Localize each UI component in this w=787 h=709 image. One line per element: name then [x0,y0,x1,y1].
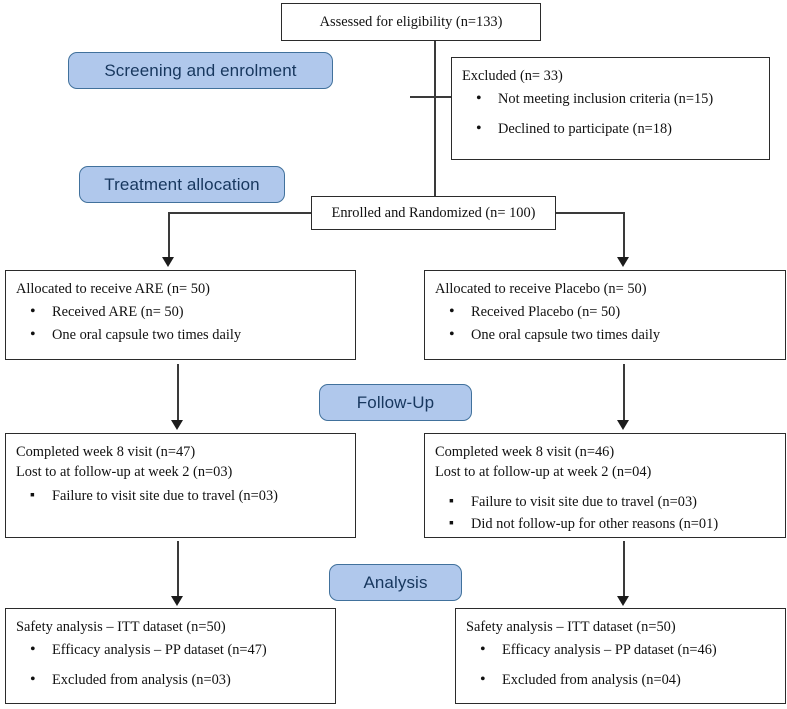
excluded-list: Not meeting inclusion criteria (n=15) De… [462,88,769,141]
list-item: Declined to participate (n=18) [462,118,769,141]
excluded-heading: Excluded (n= 33) [462,68,563,84]
analysis-left-heading: Safety analysis – ITT dataset (n=50) [16,619,226,635]
connector-alloc-follow-right [623,364,625,424]
alloc-right-heading: Allocated to receive Placebo (n= 50) [435,281,647,297]
box-analysis-placebo[interactable]: Safety analysis – ITT dataset (n=50) Eff… [455,608,786,704]
list-item: Received ARE (n= 50) [16,301,355,324]
box-excluded[interactable]: Excluded (n= 33) Not meeting inclusion c… [451,57,770,160]
follow-right-line1: Completed week 8 visit (n=46) [435,444,615,460]
randomized-heading: Enrolled and Randomized (n= 100) [331,204,536,221]
list-item: Excluded from analysis (n=04) [466,669,785,692]
follow-left-line1: Completed week 8 visit (n=47) [16,444,196,460]
connector-follow-analysis-left [177,541,179,599]
follow-right-list: Failure to visit site due to travel (n=0… [435,492,785,535]
box-allocated-placebo[interactable]: Allocated to receive Placebo (n= 50) Rec… [424,270,786,360]
connector-randomized-right-h [556,212,624,214]
stage-label-screening-text: Screening and enrolment [104,60,297,80]
list-item: Not meeting inclusion criteria (n=15) [462,88,769,111]
box-followup-are[interactable]: Completed week 8 visit (n=47) Lost to at… [5,433,356,538]
connector-follow-analysis-right [623,541,625,599]
follow-right-line2: Lost to at follow-up at week 2 (n=04) [435,464,652,481]
assessed-heading: Assessed for eligibility (n=133) [319,13,503,30]
box-allocated-are[interactable]: Allocated to receive ARE (n= 50) Receive… [5,270,356,360]
list-item: One oral capsule two times daily [16,324,355,347]
analysis-left-list: Efficacy analysis – PP dataset (n=47) Ex… [16,639,335,692]
stage-label-follow-up: Follow-Up [319,384,472,421]
list-item: Received Placebo (n= 50) [435,301,785,324]
box-enrolled-randomized[interactable]: Enrolled and Randomized (n= 100) [311,196,556,230]
connector-randomized-right-v [623,212,625,262]
list-item: One oral capsule two times daily [435,324,785,347]
stage-label-allocation-text: Treatment allocation [104,174,260,194]
box-assessed-for-eligibility[interactable]: Assessed for eligibility (n=133) [281,3,541,41]
stage-label-treatment-allocation: Treatment allocation [79,166,285,203]
box-analysis-are[interactable]: Safety analysis – ITT dataset (n=50) Eff… [5,608,336,704]
connector-alloc-follow-left [177,364,179,424]
follow-left-line2: Lost to at follow-up at week 2 (n=03) [16,464,233,481]
analysis-right-heading: Safety analysis – ITT dataset (n=50) [466,619,676,635]
box-followup-placebo[interactable]: Completed week 8 visit (n=46) Lost to at… [424,433,786,538]
arrowhead-right-allocation [617,257,629,267]
follow-left-list: Failure to visit site due to travel (n=0… [16,486,355,506]
alloc-left-list: Received ARE (n= 50) One oral capsule tw… [16,301,355,347]
connector-randomized-left-v [168,212,170,262]
alloc-right-list: Received Placebo (n= 50) One oral capsul… [435,301,785,347]
stage-label-analysis: Analysis [329,564,462,601]
list-item: Failure to visit site due to travel (n=0… [435,492,785,512]
connector-randomized-left-h [168,212,312,214]
arrowhead-analysis-right [617,596,629,606]
arrowhead-follow-left [171,420,183,430]
arrowhead-analysis-left [171,596,183,606]
connector-assessed-to-randomized [434,41,436,210]
stage-label-analysis-text: Analysis [363,572,428,592]
list-item: Efficacy analysis – PP dataset (n=47) [16,639,335,662]
list-item: Excluded from analysis (n=03) [16,669,335,692]
list-item: Failure to visit site due to travel (n=0… [16,486,355,506]
stage-label-screening: Screening and enrolment [68,52,333,89]
connector-to-excluded [410,96,453,98]
arrowhead-left-allocation [162,257,174,267]
list-item: Did not follow-up for other reasons (n=0… [435,514,785,534]
analysis-right-list: Efficacy analysis – PP dataset (n=46) Ex… [466,639,785,692]
arrowhead-follow-right [617,420,629,430]
alloc-left-heading: Allocated to receive ARE (n= 50) [16,281,210,297]
stage-label-followup-text: Follow-Up [356,392,435,412]
list-item: Efficacy analysis – PP dataset (n=46) [466,639,785,662]
